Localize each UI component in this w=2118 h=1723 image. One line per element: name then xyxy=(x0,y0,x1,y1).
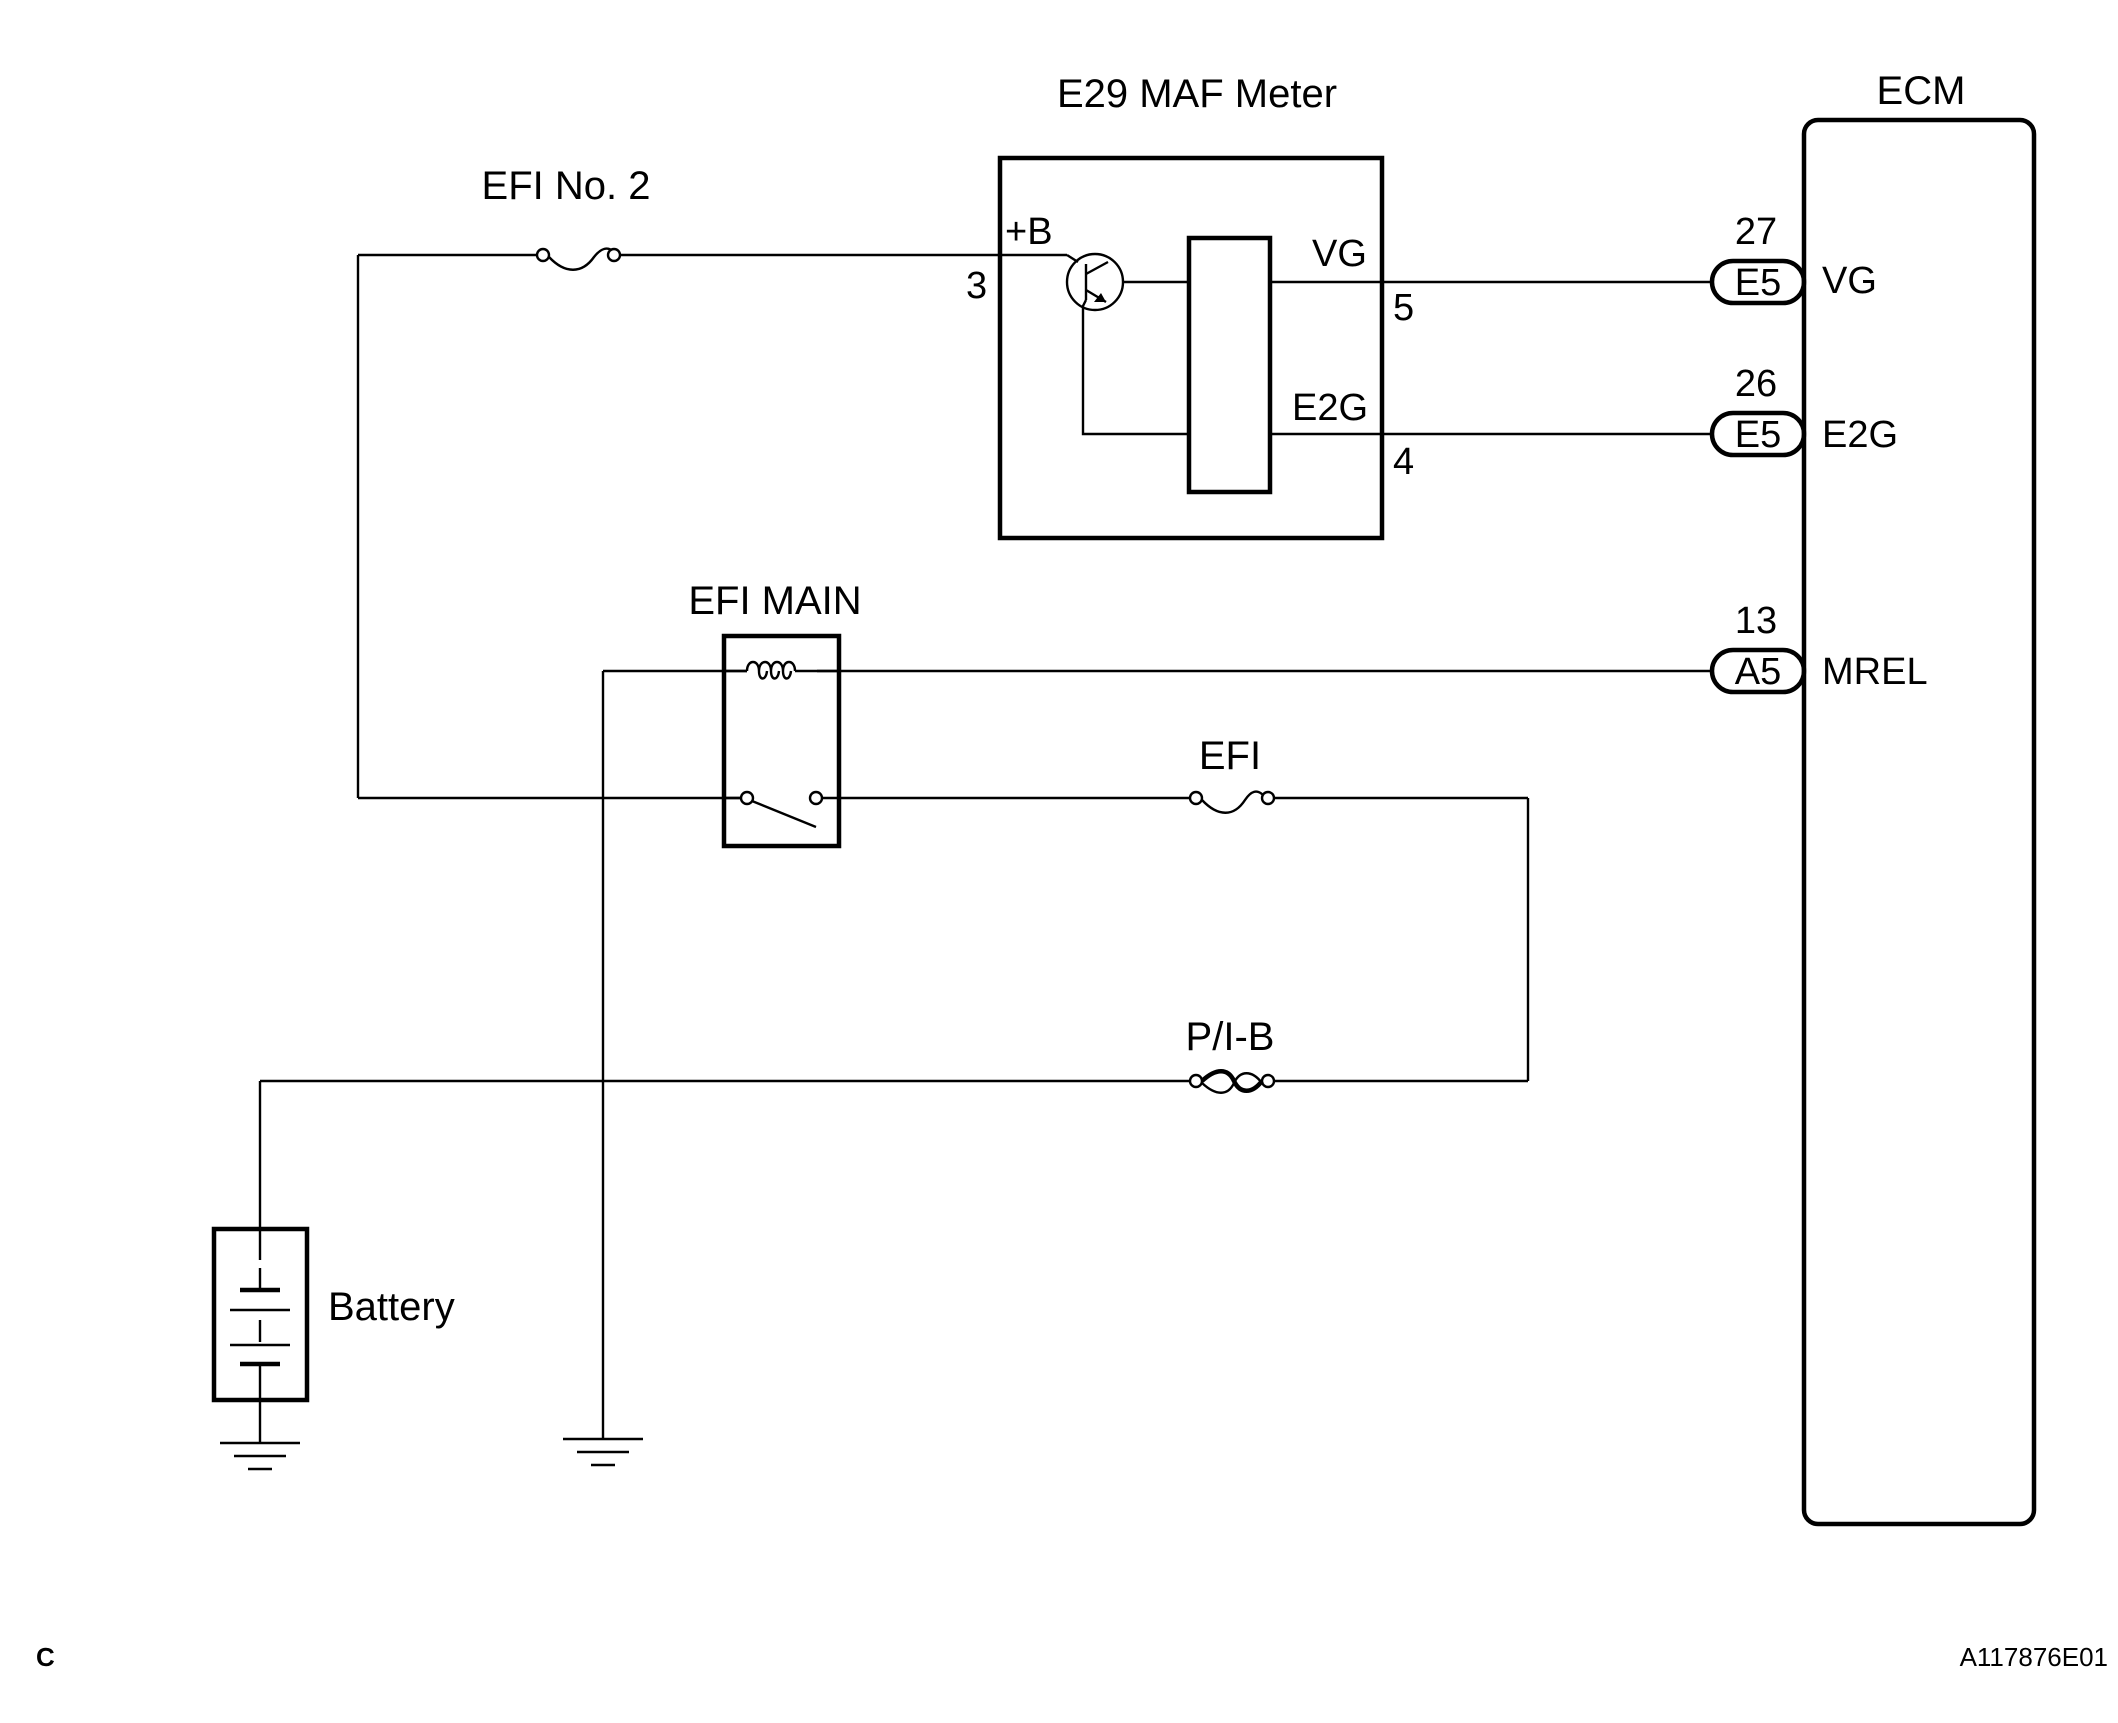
ecm-connector-e2g: E5 26 E2G xyxy=(1709,363,1898,458)
ecm-pin-number: 26 xyxy=(1735,363,1777,405)
maf-pin-3: 3 xyxy=(966,265,987,307)
footer-left-label: C xyxy=(36,1642,55,1672)
fuse-efi: EFI xyxy=(839,734,1528,814)
maf-plus-b-label: +B xyxy=(1005,211,1053,253)
ground-symbol-relay xyxy=(563,1437,643,1467)
connector-label: E5 xyxy=(1735,262,1781,304)
transistor-symbol xyxy=(1065,252,1189,436)
connector-label: E5 xyxy=(1735,414,1781,456)
maf-pin-4: 4 xyxy=(1393,441,1414,483)
maf-sensor-element xyxy=(1186,235,1273,495)
fuse-efi-label: EFI xyxy=(1199,734,1261,778)
maf-meter-label: E29 MAF Meter xyxy=(1057,72,1337,116)
ecm-connector-mrel: A5 13 MREL xyxy=(1709,600,1928,695)
ecm-unit: ECM xyxy=(1801,69,2037,1527)
maf-pin-5: 5 xyxy=(1393,287,1414,329)
fusible-link-pib: P/I-B xyxy=(260,1015,1528,1094)
relay-efi-main: EFI MAIN xyxy=(688,579,862,849)
maf-e2g-label: E2G xyxy=(1292,387,1368,429)
relay-coil-icon xyxy=(745,660,797,680)
ecm-label: ECM xyxy=(1877,69,1966,113)
ecm-pin-number: 13 xyxy=(1735,600,1777,642)
fusible-link-pib-label: P/I-B xyxy=(1186,1015,1275,1059)
fuse-efi-no2-label: EFI No. 2 xyxy=(482,164,651,208)
ground-symbol-battery xyxy=(220,1441,300,1471)
maf-vg-label: VG xyxy=(1312,233,1367,275)
battery-label: Battery xyxy=(328,1285,455,1329)
battery: Battery xyxy=(211,1226,455,1403)
footer-figure-code: A117876E01 xyxy=(1960,1642,2108,1672)
ecm-signal-label: E2G xyxy=(1822,414,1898,456)
connector-label: A5 xyxy=(1735,651,1781,693)
maf-meter: E29 MAF Meter +B VG E2G 3 5 4 xyxy=(966,72,1414,541)
fuse-efi-no2: EFI No. 2 xyxy=(358,164,1000,271)
ecm-signal-label: MREL xyxy=(1822,651,1928,693)
relay-efi-main-label: EFI MAIN xyxy=(688,579,861,623)
ecm-connector-vg: E5 27 VG xyxy=(1709,211,1877,306)
ecm-pin-number: 27 xyxy=(1735,211,1777,253)
relay-switch-icon xyxy=(739,790,824,829)
ecm-signal-label: VG xyxy=(1822,260,1877,302)
